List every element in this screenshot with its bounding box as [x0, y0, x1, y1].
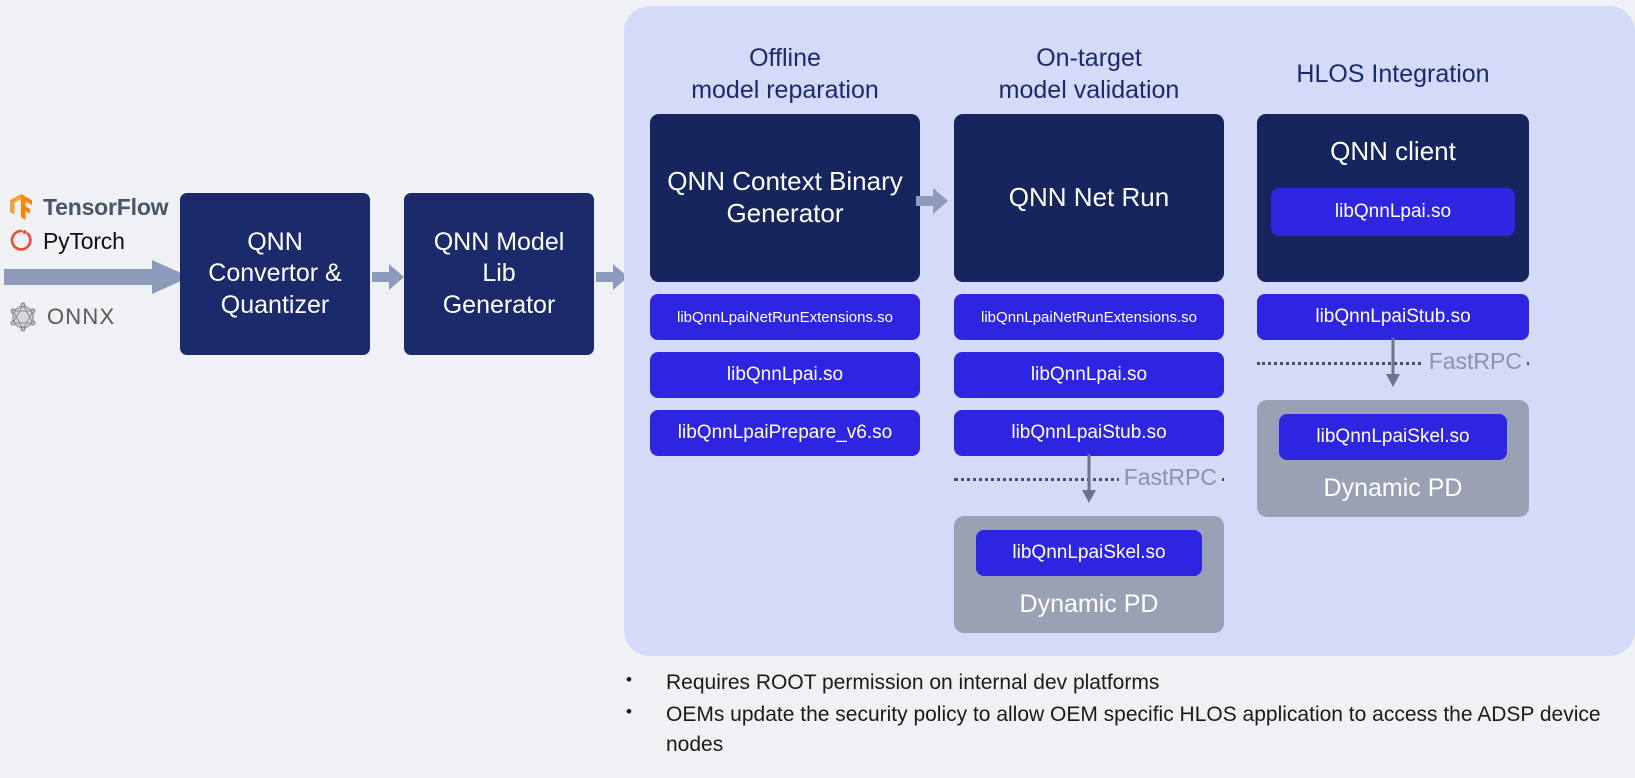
chip-libqnnlpaiskel-hlos[interactable]: libQnnLpaiSkel.so [1279, 414, 1507, 460]
column-title-hlos: HLOS Integration [1296, 60, 1490, 88]
chip-label: libQnnLpai.so [726, 364, 844, 385]
dynamic-pd-container-hlos: libQnnLpaiSkel.so Dynamic PD [1257, 400, 1529, 517]
source-frameworks: TensorFlow PyTorch ONNX [8, 190, 188, 334]
chip-libqnnlpainetrunextensions-offline[interactable]: libQnnLpaiNetRunExtensions.so [650, 294, 920, 340]
chip-label: libQnnLpai.so [1030, 364, 1148, 385]
arrow-cbg-to-netrun-icon [916, 188, 948, 214]
fastrpc-connector-ontarget: FastRPC [954, 454, 1224, 503]
bullet-marker: • [626, 670, 632, 689]
chip-label: libQnnLpai.so [1334, 201, 1452, 223]
box-qnn-context-binary-generator[interactable]: QNN Context Binary Generator [650, 114, 920, 282]
box-qnn-net-run[interactable]: QNN Net Run [954, 114, 1224, 282]
qnn-stack-panel: Offline model reparation QNN Context Bin… [624, 6, 1635, 656]
source-label-pytorch: PyTorch [43, 227, 125, 254]
arrow-convertor-to-modellib-icon [372, 264, 404, 290]
fastrpc-down-arrow-icon [1386, 338, 1400, 387]
chip-libqnnlpainetrunextensions-ontarget[interactable]: libQnnLpaiNetRunExtensions.so [954, 294, 1224, 340]
chip-label: libQnnLpaiNetRunExtensions.so [981, 308, 1197, 326]
chip-libqnnlpaistub-ontarget[interactable]: libQnnLpaiStub.so [954, 410, 1224, 456]
chip-libqnnlpai-ontarget[interactable]: libQnnLpai.so [954, 352, 1224, 398]
bullet-marker: • [626, 701, 632, 721]
fastrpc-connector-hlos: FastRPC [1257, 338, 1529, 387]
onnx-logo [10, 302, 36, 332]
source-label-tensorflow: TensorFlow [43, 193, 169, 220]
chip-label: libQnnLpaiNetRunExtensions.so [677, 308, 893, 326]
fastrpc-label-ontarget: FastRPC [1118, 464, 1222, 491]
dynamic-pd-container-ontarget: libQnnLpaiSkel.so Dynamic PD [954, 516, 1224, 633]
tensorflow-logo [10, 194, 32, 220]
column-on-target-model-validation: On-target model validation QNN Net Run l… [916, 6, 1224, 633]
box-cbg-label: QNN Context Binary Generator [667, 166, 903, 228]
pytorch-logo [10, 229, 32, 251]
chip-libqnnlpai-offline[interactable]: libQnnLpai.so [650, 352, 920, 398]
node-qnn-convertor-quantizer[interactable]: QNN Convertor & Quantizer [180, 193, 370, 355]
source-tensorflow: TensorFlow [8, 190, 188, 224]
box-client-label: QNN client [1330, 136, 1456, 166]
chip-label: libQnnLpaiSkel.so [1012, 542, 1166, 563]
list-item: • OEMs update the security policy to all… [614, 700, 1624, 760]
node-convertor-label: QNN Convertor & Quantizer [208, 228, 342, 319]
column-hlos-integration: HLOS Integration QNN client libQnnLpai.s… [1257, 6, 1529, 517]
column-title-ontarget: On-target model validation [998, 44, 1180, 104]
chip-label: libQnnLpaiStub.so [1011, 422, 1167, 443]
notes-list: • Requires ROOT permission on internal d… [614, 668, 1624, 761]
note-text-1: Requires ROOT permission on internal dev… [666, 671, 1160, 694]
column-title-offline: Offline model reparation [691, 44, 879, 104]
chip-libqnnlpai-hlos[interactable]: libQnnLpai.so [1271, 187, 1515, 236]
chip-libqnnlpaistub-hlos[interactable]: libQnnLpaiStub.so [1257, 294, 1529, 340]
source-label-onnx: ONNX [47, 304, 116, 329]
dynamic-pd-label-hlos: Dynamic PD [1323, 474, 1463, 502]
input-arrow-icon [4, 260, 190, 294]
chip-label: libQnnLpaiStub.so [1315, 306, 1471, 327]
dynamic-pd-label-ontarget: Dynamic PD [1019, 590, 1159, 618]
arrow-modellib-to-panel-icon [596, 264, 628, 290]
chip-label: libQnnLpaiSkel.so [1316, 426, 1470, 447]
box-qnn-client[interactable]: QNN client libQnnLpai.so [1257, 114, 1529, 282]
note-text-2: OEMs update the security policy to allow… [666, 702, 1601, 756]
fastrpc-label-hlos: FastRPC [1423, 348, 1527, 375]
source-pytorch: PyTorch [8, 224, 188, 258]
box-netrun-label: QNN Net Run [1008, 182, 1170, 213]
chip-libqnnlpaiprepare-v6-offline[interactable]: libQnnLpaiPrepare_v6.so [650, 410, 920, 456]
list-item: • Requires ROOT permission on internal d… [614, 668, 1624, 698]
node-modellib-label: QNN Model Lib Generator [433, 228, 565, 319]
source-onnx: ONNX [8, 300, 188, 334]
chip-libqnnlpaiskel-ontarget[interactable]: libQnnLpaiSkel.so [976, 530, 1202, 576]
node-qnn-model-lib-generator[interactable]: QNN Model Lib Generator [404, 193, 594, 355]
column-offline-model-reparation: Offline model reparation QNN Context Bin… [650, 6, 920, 456]
chip-label: libQnnLpaiPrepare_v6.so [677, 422, 893, 443]
fastrpc-down-arrow-icon [1082, 454, 1096, 503]
